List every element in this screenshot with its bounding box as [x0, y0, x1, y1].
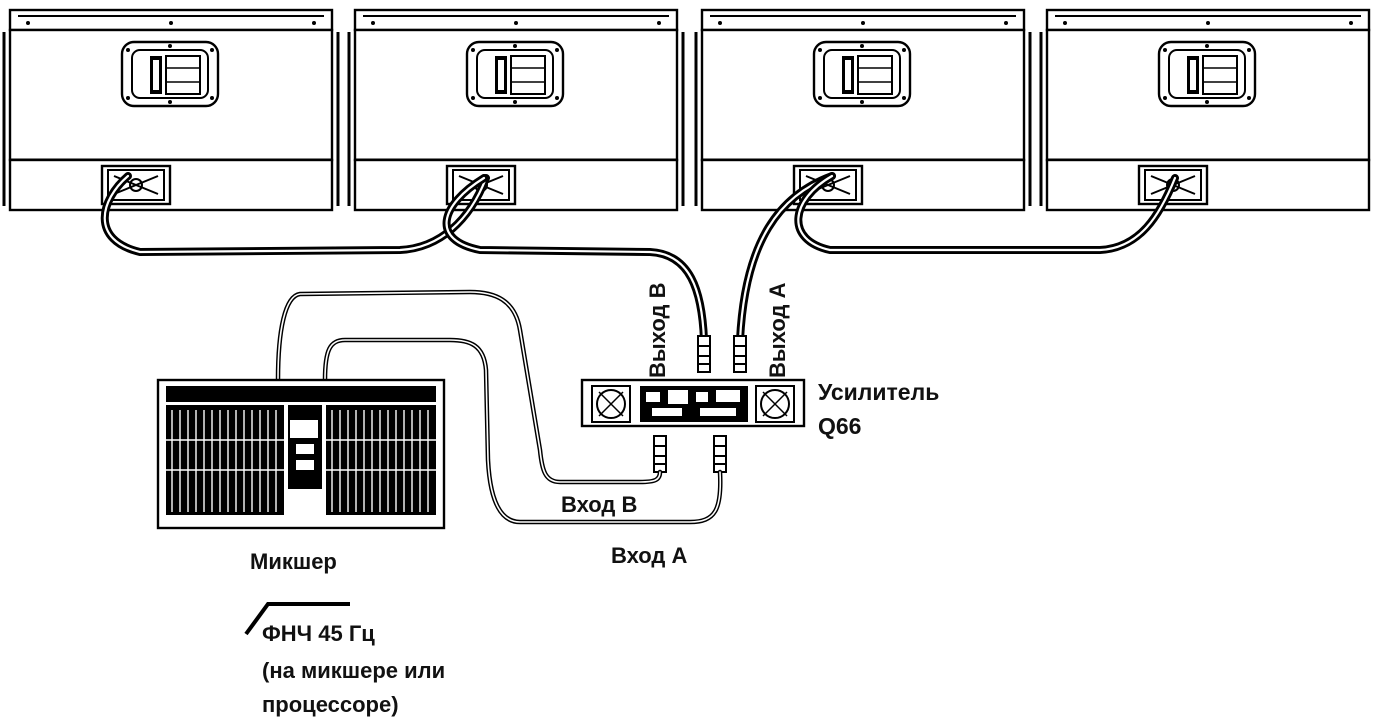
- signal-cables: [275, 289, 723, 525]
- speaker-cables: [100, 172, 1179, 344]
- amplifier-label-line2: Q66: [818, 413, 861, 439]
- input-b-connector: [653, 435, 667, 473]
- output-b-connector: [697, 335, 711, 373]
- speaker-cabinet-4: [1039, 8, 1373, 212]
- mixer-fader-strips: [166, 410, 436, 512]
- amplifier-label-line1: Усилитель: [818, 379, 939, 405]
- speaker-cabinet-1: [2, 8, 340, 212]
- hpf-symbol-icon: [244, 602, 350, 636]
- input-a-label: Вход A: [611, 543, 688, 568]
- output-a-connector: [733, 335, 747, 373]
- speaker-cabinet-2: [347, 8, 685, 212]
- hpf-label-line3: процессоре): [262, 692, 399, 717]
- output-b-label: Выход B: [645, 283, 670, 378]
- input-b-label: Вход B: [561, 492, 637, 517]
- speaker-cabinet-3: [694, 8, 1032, 212]
- mixer-console: [156, 378, 446, 530]
- mixer-label: Микшер: [250, 549, 337, 574]
- output-a-label: Выход A: [765, 282, 790, 378]
- input-a-connector: [713, 435, 727, 473]
- amplifier-q66: [580, 378, 806, 428]
- hpf-label-line1: ФНЧ 45 Гц: [262, 621, 375, 646]
- hpf-label-line2: (на микшере или: [262, 658, 445, 683]
